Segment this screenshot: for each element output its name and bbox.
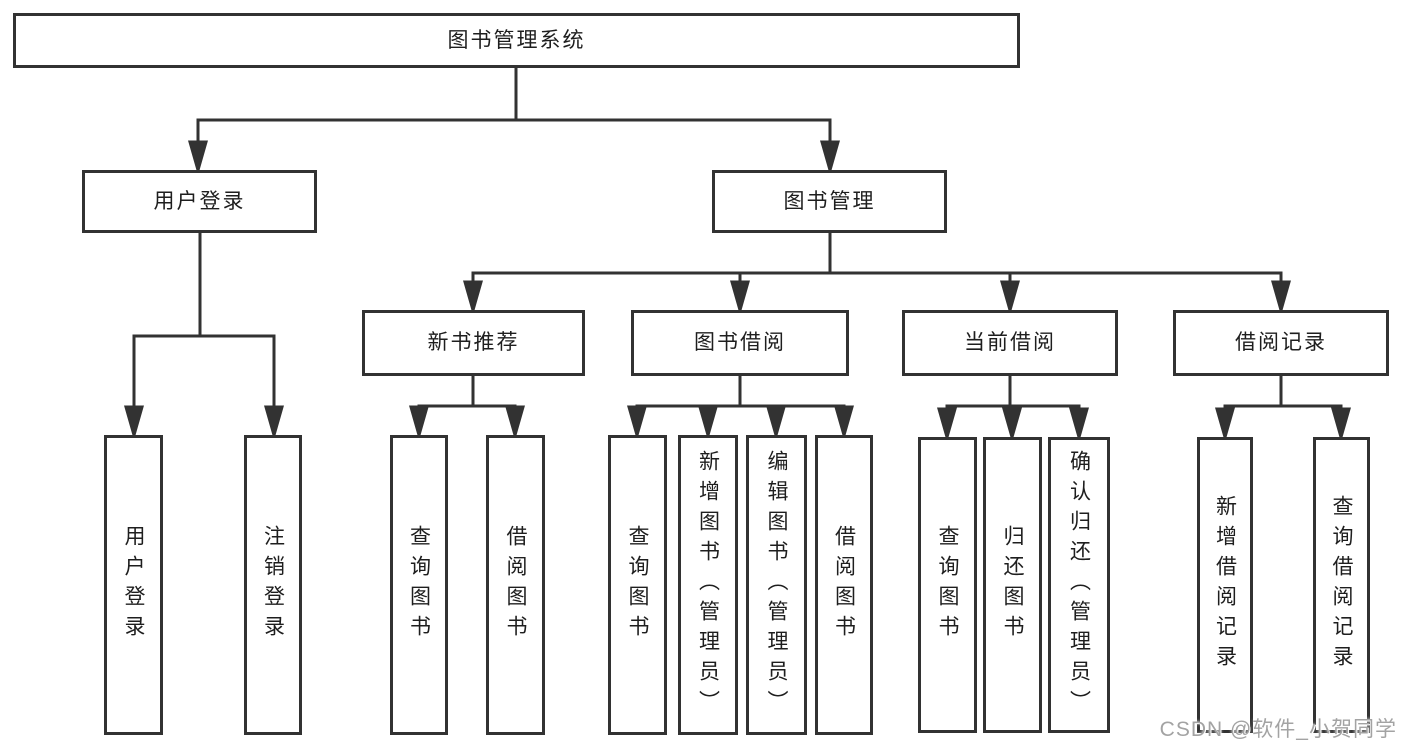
node-label: 借阅记录 <box>1235 331 1327 355</box>
arrow-down-icon <box>463 280 483 316</box>
node-leaf-query-books-2: 查询图书 <box>608 435 667 735</box>
node-label: 图书借阅 <box>694 331 786 355</box>
arrow-down-icon <box>820 140 840 176</box>
arrow-down-icon <box>766 405 786 441</box>
node-leaf-query-books-1: 查询图书 <box>390 435 448 735</box>
arrow-down-icon <box>1000 280 1020 316</box>
arrow-down-icon <box>1215 407 1235 443</box>
edge-book-borrow-to-leaves <box>627 374 854 441</box>
node-label: 查询图书 <box>407 525 431 645</box>
node-leaf-add-books-admin: 新增图书（管理员） <box>678 435 738 735</box>
edge-root-to-level2 <box>188 66 840 176</box>
arrow-down-icon <box>834 405 854 441</box>
edge-user-login-to-leaves <box>124 231 284 441</box>
node-library-system: 图书管理系统 <box>13 13 1020 68</box>
node-label: 注销登录 <box>261 525 285 645</box>
arrow-down-icon <box>505 405 525 441</box>
node-label: 查询图书 <box>936 525 959 645</box>
watermark: CSDN @软件_小贺同学 <box>1159 718 1397 741</box>
node-label: 借阅图书 <box>832 525 856 645</box>
node-label: 用户登录 <box>153 189 246 213</box>
arrow-down-icon <box>627 405 647 441</box>
arrow-down-icon <box>937 407 957 443</box>
node-leaf-edit-books-admin: 编辑图书（管理员） <box>746 435 807 735</box>
node-label: 查询借阅记录 <box>1330 495 1353 675</box>
node-user-login: 用户登录 <box>82 170 317 233</box>
node-leaf-return-books: 归还图书 <box>983 437 1042 733</box>
node-current-borrow: 当前借阅 <box>902 310 1118 376</box>
arrow-down-icon <box>264 405 284 441</box>
node-label: 新书推荐 <box>427 331 520 355</box>
node-label: 新增图书（管理员） <box>696 450 720 720</box>
node-label: 图书管理系统 <box>447 28 586 52</box>
arrow-down-icon <box>124 405 144 441</box>
edge-borrow-records-to-leaves <box>1215 374 1351 443</box>
node-borrow-records: 借阅记录 <box>1173 310 1389 376</box>
node-book-mgmt: 图书管理 <box>712 170 947 233</box>
node-label: 借阅图书 <box>504 525 527 645</box>
arrow-down-icon <box>1069 407 1089 443</box>
node-label: 新增借阅记录 <box>1213 495 1237 675</box>
node-label: 归还图书 <box>1001 525 1024 645</box>
node-label: 查询图书 <box>626 525 649 645</box>
node-leaf-borrow-books-1: 借阅图书 <box>486 435 545 735</box>
arrow-down-icon <box>1271 280 1291 316</box>
node-label: 用户登录 <box>122 525 145 645</box>
arrow-down-icon <box>188 140 208 176</box>
arrow-down-icon <box>1331 407 1351 443</box>
node-label: 当前借阅 <box>964 331 1056 355</box>
node-label: 图书管理 <box>783 189 876 213</box>
arrow-down-icon <box>730 280 750 316</box>
arrow-down-icon <box>409 405 429 441</box>
node-book-borrow: 图书借阅 <box>631 310 849 376</box>
edge-new-book-rec-to-leaves <box>409 374 525 441</box>
node-leaf-confirm-return-admin: 确认归还（管理员） <box>1048 437 1110 733</box>
edge-current-borrow-to-leaves <box>937 374 1089 443</box>
node-label: 编辑图书（管理员） <box>765 450 788 720</box>
node-leaf-add-borrow-record: 新增借阅记录 <box>1197 437 1253 733</box>
arrow-down-icon <box>698 405 718 441</box>
node-leaf-query-borrow-record: 查询借阅记录 <box>1313 437 1370 733</box>
node-leaf-query-books-3: 查询图书 <box>918 437 977 733</box>
arrow-down-icon <box>1002 407 1022 443</box>
node-leaf-user-login: 用户登录 <box>104 435 163 735</box>
node-leaf-borrow-books-2: 借阅图书 <box>815 435 873 735</box>
node-label: 确认归还（管理员） <box>1067 450 1091 720</box>
node-leaf-logout: 注销登录 <box>244 435 302 735</box>
node-new-book-rec: 新书推荐 <box>362 310 585 376</box>
edge-book-mgmt-to-level3 <box>463 231 1291 316</box>
